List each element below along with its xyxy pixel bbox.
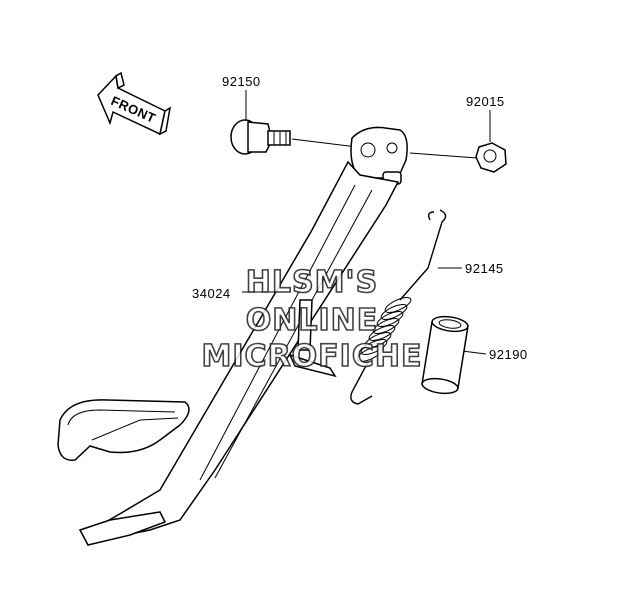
part-label-92150: 92150 [222, 74, 261, 89]
spring-92145 [350, 209, 447, 405]
watermark-line-3: MICROFICHE [202, 339, 423, 374]
nut-92015 [475, 142, 507, 173]
bolt-92150 [230, 119, 291, 155]
part-label-34024: 34024 [192, 286, 231, 301]
leader-92190 [461, 350, 487, 355]
leader-nut [409, 152, 478, 159]
collar-92190 [421, 315, 469, 395]
front-arrow-icon: FRONT [97, 71, 172, 136]
spring-coils [356, 297, 412, 362]
watermark-line-1: HLSM'S [246, 265, 378, 300]
watermark: HLSM'S ONLINE MICROFICHE [201, 264, 423, 375]
side-stand-34024 [57, 126, 408, 546]
part-label-92015: 92015 [466, 94, 505, 109]
part-label-92145: 92145 [465, 261, 504, 276]
part-label-92190: 92190 [489, 347, 528, 362]
watermark-line-2: ONLINE [246, 303, 379, 338]
